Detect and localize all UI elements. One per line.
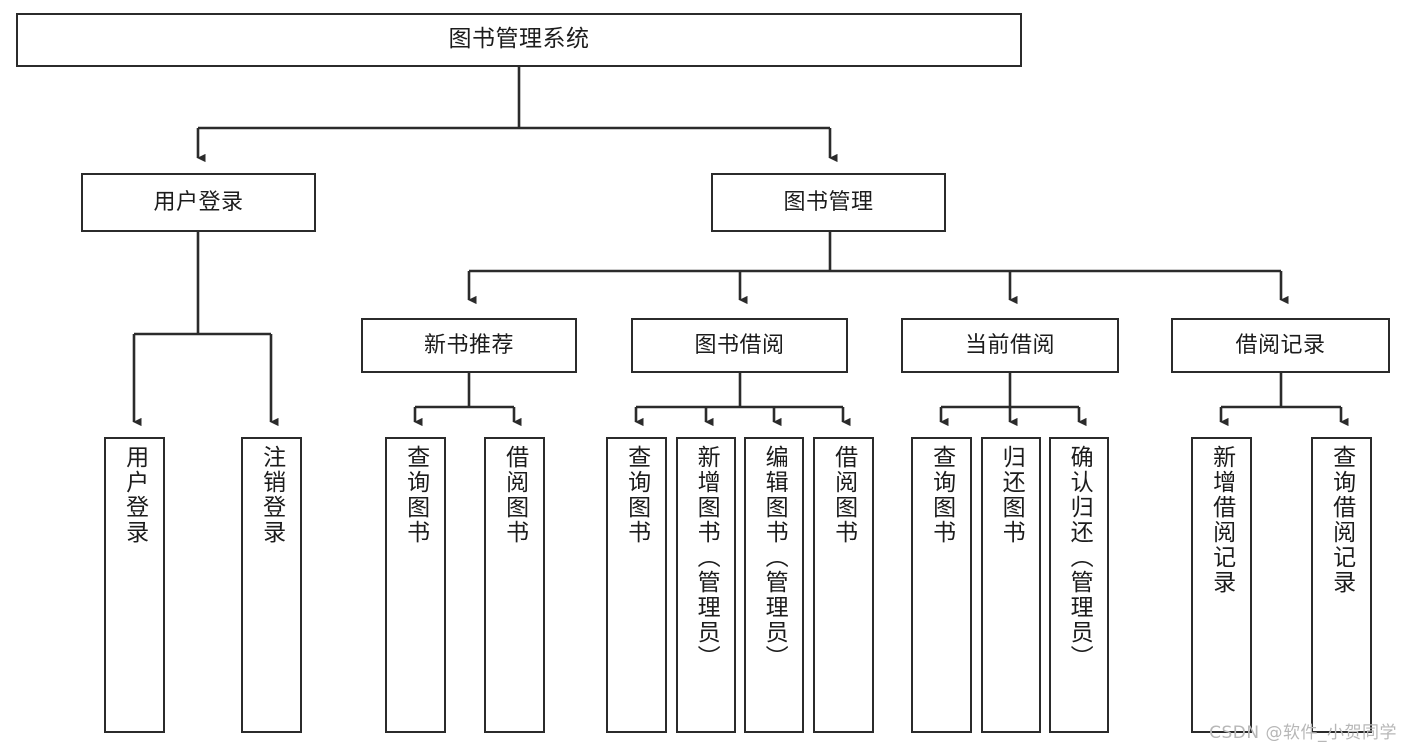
leaf-user-login-login[interactable]: 用户登录	[104, 437, 165, 733]
node-label: 确认归还（管理员）	[1066, 445, 1093, 670]
node-label: 编辑图书（管理员）	[761, 445, 788, 670]
node-label: 当前借阅	[964, 332, 1055, 358]
leaf-current-borrow-confirm-return-admin[interactable]: 确认归还（管理员）	[1049, 437, 1109, 733]
leaf-book-borrow-edit-book-admin[interactable]: 编辑图书（管理员）	[744, 437, 804, 733]
node-label: 借阅图书	[501, 445, 528, 545]
node-label: 借阅记录	[1235, 332, 1326, 358]
node-label: 用户登录	[121, 445, 148, 545]
node-label: 图书管理系统	[448, 26, 590, 53]
node-label: 用户登录	[153, 189, 244, 215]
node-label: 借阅图书	[830, 445, 857, 545]
leaf-book-borrow-borrow-book[interactable]: 借阅图书	[813, 437, 874, 733]
node-label: 图书管理	[783, 189, 874, 215]
node-label: 查询图书	[402, 445, 429, 545]
node-borrow-record[interactable]: 借阅记录	[1171, 318, 1390, 373]
leaf-book-borrow-query-book[interactable]: 查询图书	[606, 437, 667, 733]
node-label: 查询图书	[623, 445, 650, 545]
leaf-new-book-borrow-book[interactable]: 借阅图书	[484, 437, 545, 733]
node-label: 图书借阅	[694, 332, 785, 358]
node-label: 查询借阅记录	[1328, 445, 1355, 595]
node-root-book-management-system[interactable]: 图书管理系统	[16, 13, 1022, 67]
node-book-management[interactable]: 图书管理	[711, 173, 946, 232]
leaf-current-borrow-return-book[interactable]: 归还图书	[981, 437, 1041, 733]
node-label: 归还图书	[998, 445, 1025, 545]
leaf-new-book-query-book[interactable]: 查询图书	[385, 437, 446, 733]
leaf-borrow-record-query-record[interactable]: 查询借阅记录	[1311, 437, 1372, 733]
leaf-current-borrow-query-book[interactable]: 查询图书	[911, 437, 972, 733]
node-label: 新书推荐	[423, 332, 514, 358]
leaf-borrow-record-add-record[interactable]: 新增借阅记录	[1191, 437, 1252, 733]
node-label: 新增图书（管理员）	[693, 445, 720, 670]
node-new-book-recommend[interactable]: 新书推荐	[361, 318, 577, 373]
node-label: 查询图书	[928, 445, 955, 545]
leaf-book-borrow-add-book-admin[interactable]: 新增图书（管理员）	[676, 437, 736, 733]
node-user-login[interactable]: 用户登录	[81, 173, 316, 232]
node-book-borrow[interactable]: 图书借阅	[631, 318, 848, 373]
leaf-user-login-logout[interactable]: 注销登录	[241, 437, 302, 733]
node-current-borrow[interactable]: 当前借阅	[901, 318, 1119, 373]
node-label: 注销登录	[258, 445, 285, 545]
csdn-watermark: CSDN @软件_小贺同学	[1209, 723, 1397, 743]
node-label: 新增借阅记录	[1208, 445, 1235, 595]
